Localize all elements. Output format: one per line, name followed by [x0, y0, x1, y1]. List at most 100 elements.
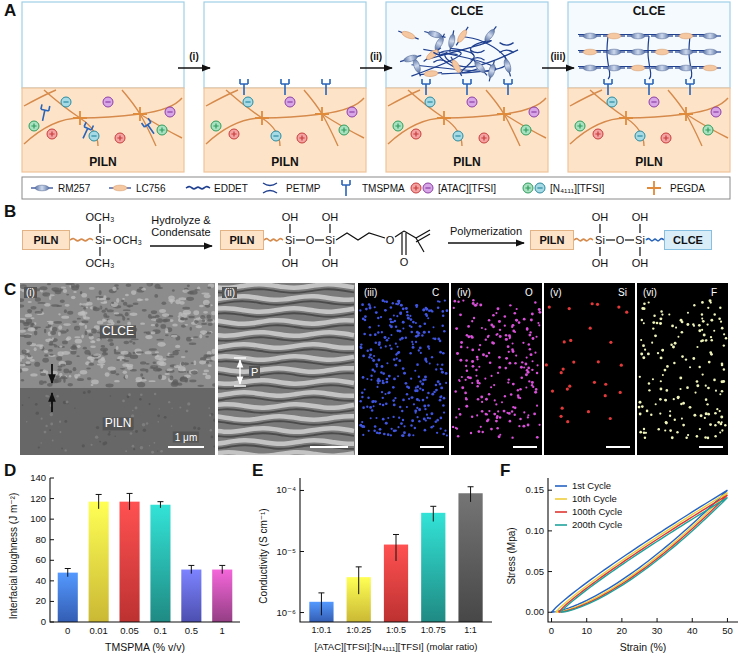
sem-image	[41, 418, 43, 420]
sem-image	[218, 296, 354, 299]
legend-sample	[263, 183, 277, 193]
sem-image	[84, 350, 90, 355]
region-label: PILN	[229, 234, 254, 246]
legend-sample	[31, 185, 53, 191]
image-label: P	[249, 366, 260, 378]
element-map	[701, 318, 703, 320]
schematic-panel	[255, 111, 269, 125]
element-map	[689, 406, 692, 409]
atom-label: OH	[322, 211, 339, 223]
schematic-panel	[661, 133, 671, 143]
axis-title: Interfacial toughness (J m⁻²)	[8, 493, 19, 619]
element-map	[672, 345, 675, 348]
element-map	[515, 355, 517, 357]
element-map	[721, 390, 724, 393]
element-map	[527, 371, 530, 374]
schematic-panel	[471, 57, 490, 77]
sem-image	[218, 283, 355, 455]
element-map	[485, 413, 488, 416]
sem-image	[204, 294, 211, 298]
element-map	[714, 412, 717, 415]
schematic-panel	[322, 114, 364, 138]
sem-image	[83, 391, 86, 394]
sem-image	[146, 422, 148, 424]
schematic-panel	[481, 25, 499, 46]
element-map	[410, 331, 413, 334]
element-map	[408, 434, 411, 437]
legend-sample	[555, 524, 567, 526]
schematic-panel	[651, 101, 656, 102]
sem-image	[145, 335, 152, 339]
element-map	[418, 420, 420, 422]
sem-image	[26, 341, 32, 345]
element-map	[507, 345, 510, 348]
schematic-panel	[583, 33, 597, 39]
element-map	[475, 304, 478, 307]
sem-image	[30, 359, 35, 362]
sem-image	[146, 363, 150, 365]
sem-image	[34, 347, 37, 351]
element-map	[490, 324, 493, 327]
element-map	[423, 418, 426, 421]
line-chart	[727, 618, 728, 622]
axis-title: Strain (%)	[620, 642, 667, 654]
element-map	[606, 446, 630, 448]
chemical-scheme	[336, 233, 385, 240]
chemical-scheme	[639, 224, 640, 233]
element-map	[648, 389, 650, 391]
sem-image	[151, 451, 154, 454]
element-map	[538, 424, 540, 426]
element-map	[719, 410, 721, 412]
element-map	[568, 307, 571, 310]
element-map	[721, 327, 724, 330]
element-map	[471, 349, 474, 352]
element-map	[370, 348, 373, 351]
chemical-scheme	[106, 239, 111, 240]
schematic-panel	[226, 90, 280, 146]
element-map	[406, 406, 408, 408]
element-map	[377, 378, 379, 380]
sem-image	[181, 362, 189, 365]
chemical-scheme	[401, 233, 402, 255]
sem-image	[187, 402, 190, 405]
element-map	[416, 407, 418, 409]
element-map	[508, 334, 511, 337]
sem-image	[208, 323, 213, 326]
sem-image	[110, 370, 116, 374]
sem-image	[47, 383, 53, 387]
line-chart	[548, 571, 552, 572]
element-map	[416, 306, 418, 308]
element-map	[435, 389, 438, 392]
element-map	[523, 411, 525, 413]
element-map	[437, 306, 440, 309]
element-map	[397, 426, 399, 428]
element-map	[443, 330, 446, 333]
tick-label: 140	[30, 473, 46, 483]
legend-sample	[555, 485, 567, 487]
line-chart	[548, 612, 552, 613]
element-map	[420, 352, 422, 354]
element-map	[424, 357, 427, 360]
element-map	[644, 437, 646, 439]
atom-label: O	[386, 234, 395, 246]
element-map	[442, 433, 445, 436]
schematic-panel	[607, 36, 610, 79]
legend-sample	[186, 187, 210, 189]
element-map	[395, 429, 397, 431]
element-map	[674, 342, 677, 345]
sem-image	[128, 393, 131, 396]
element-map	[512, 383, 515, 386]
atom-label: OH	[592, 211, 609, 223]
sem-image	[178, 315, 181, 318]
legend-sample	[411, 183, 433, 193]
sem-image	[105, 372, 110, 377]
element-map	[375, 363, 378, 366]
element-map	[529, 331, 531, 333]
sem-image	[42, 358, 49, 363]
element-map	[491, 375, 493, 377]
schematic-panel	[570, 98, 728, 144]
sem-image	[155, 351, 159, 353]
element-map	[395, 303, 397, 305]
schematic-panel	[711, 107, 721, 117]
element-map	[566, 420, 569, 423]
